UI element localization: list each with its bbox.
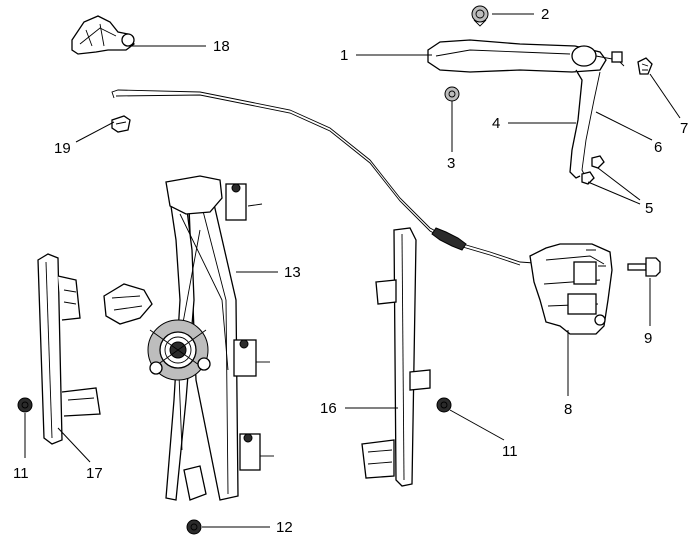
part-7-fastener bbox=[637, 57, 653, 75]
callout-12: 12 bbox=[276, 519, 293, 536]
callout-19: 19 bbox=[54, 140, 71, 157]
callout-3: 3 bbox=[447, 155, 455, 172]
leader-7 bbox=[649, 73, 681, 119]
actuator-cable bbox=[111, 89, 549, 266]
callout-11-left: 11 bbox=[13, 465, 29, 482]
part-3-nut bbox=[444, 86, 460, 102]
callout-16: 16 bbox=[320, 400, 337, 417]
callout-6: 6 bbox=[654, 139, 662, 156]
callout-labels: 1 2 3 4 5 6 7 8 9 11 11 12 13 16 17 18 1… bbox=[13, 6, 688, 536]
callout-18: 18 bbox=[213, 38, 230, 55]
callout-11-right: 11 bbox=[502, 443, 518, 460]
part-18-handle-bracket bbox=[71, 15, 135, 55]
callout-4: 4 bbox=[492, 115, 500, 132]
part-9-bolt bbox=[627, 257, 661, 277]
leader-19 bbox=[75, 121, 115, 143]
part-11-nut-right bbox=[436, 397, 452, 413]
part-5-clips bbox=[581, 155, 605, 185]
part-12-nut bbox=[186, 519, 202, 535]
part-1-exterior-handle bbox=[427, 39, 625, 73]
part-2-cap bbox=[471, 5, 489, 27]
part-19-clip bbox=[111, 115, 131, 133]
callout-5: 5 bbox=[645, 200, 653, 217]
part-4-rod bbox=[569, 69, 583, 179]
part-8-door-latch bbox=[529, 243, 613, 335]
callout-2: 2 bbox=[541, 6, 549, 23]
callout-13: 13 bbox=[284, 264, 301, 281]
part-17-guide-channel bbox=[37, 253, 101, 445]
leader-6 bbox=[595, 111, 653, 141]
callout-17: 17 bbox=[86, 465, 103, 482]
callout-7: 7 bbox=[680, 120, 688, 137]
callout-1: 1 bbox=[340, 47, 348, 64]
part-6-rod bbox=[581, 71, 601, 179]
part-11-nut-left bbox=[17, 397, 33, 413]
part-13-window-regulator bbox=[103, 175, 274, 501]
leader-5a bbox=[597, 167, 641, 201]
callout-8: 8 bbox=[564, 401, 572, 418]
callout-9: 9 bbox=[644, 330, 652, 347]
leader-11b bbox=[449, 409, 505, 441]
leader-5b bbox=[587, 181, 641, 205]
leader-17 bbox=[57, 427, 91, 463]
leader-lines bbox=[24, 13, 681, 528]
part-16-guide-channel bbox=[361, 227, 431, 487]
